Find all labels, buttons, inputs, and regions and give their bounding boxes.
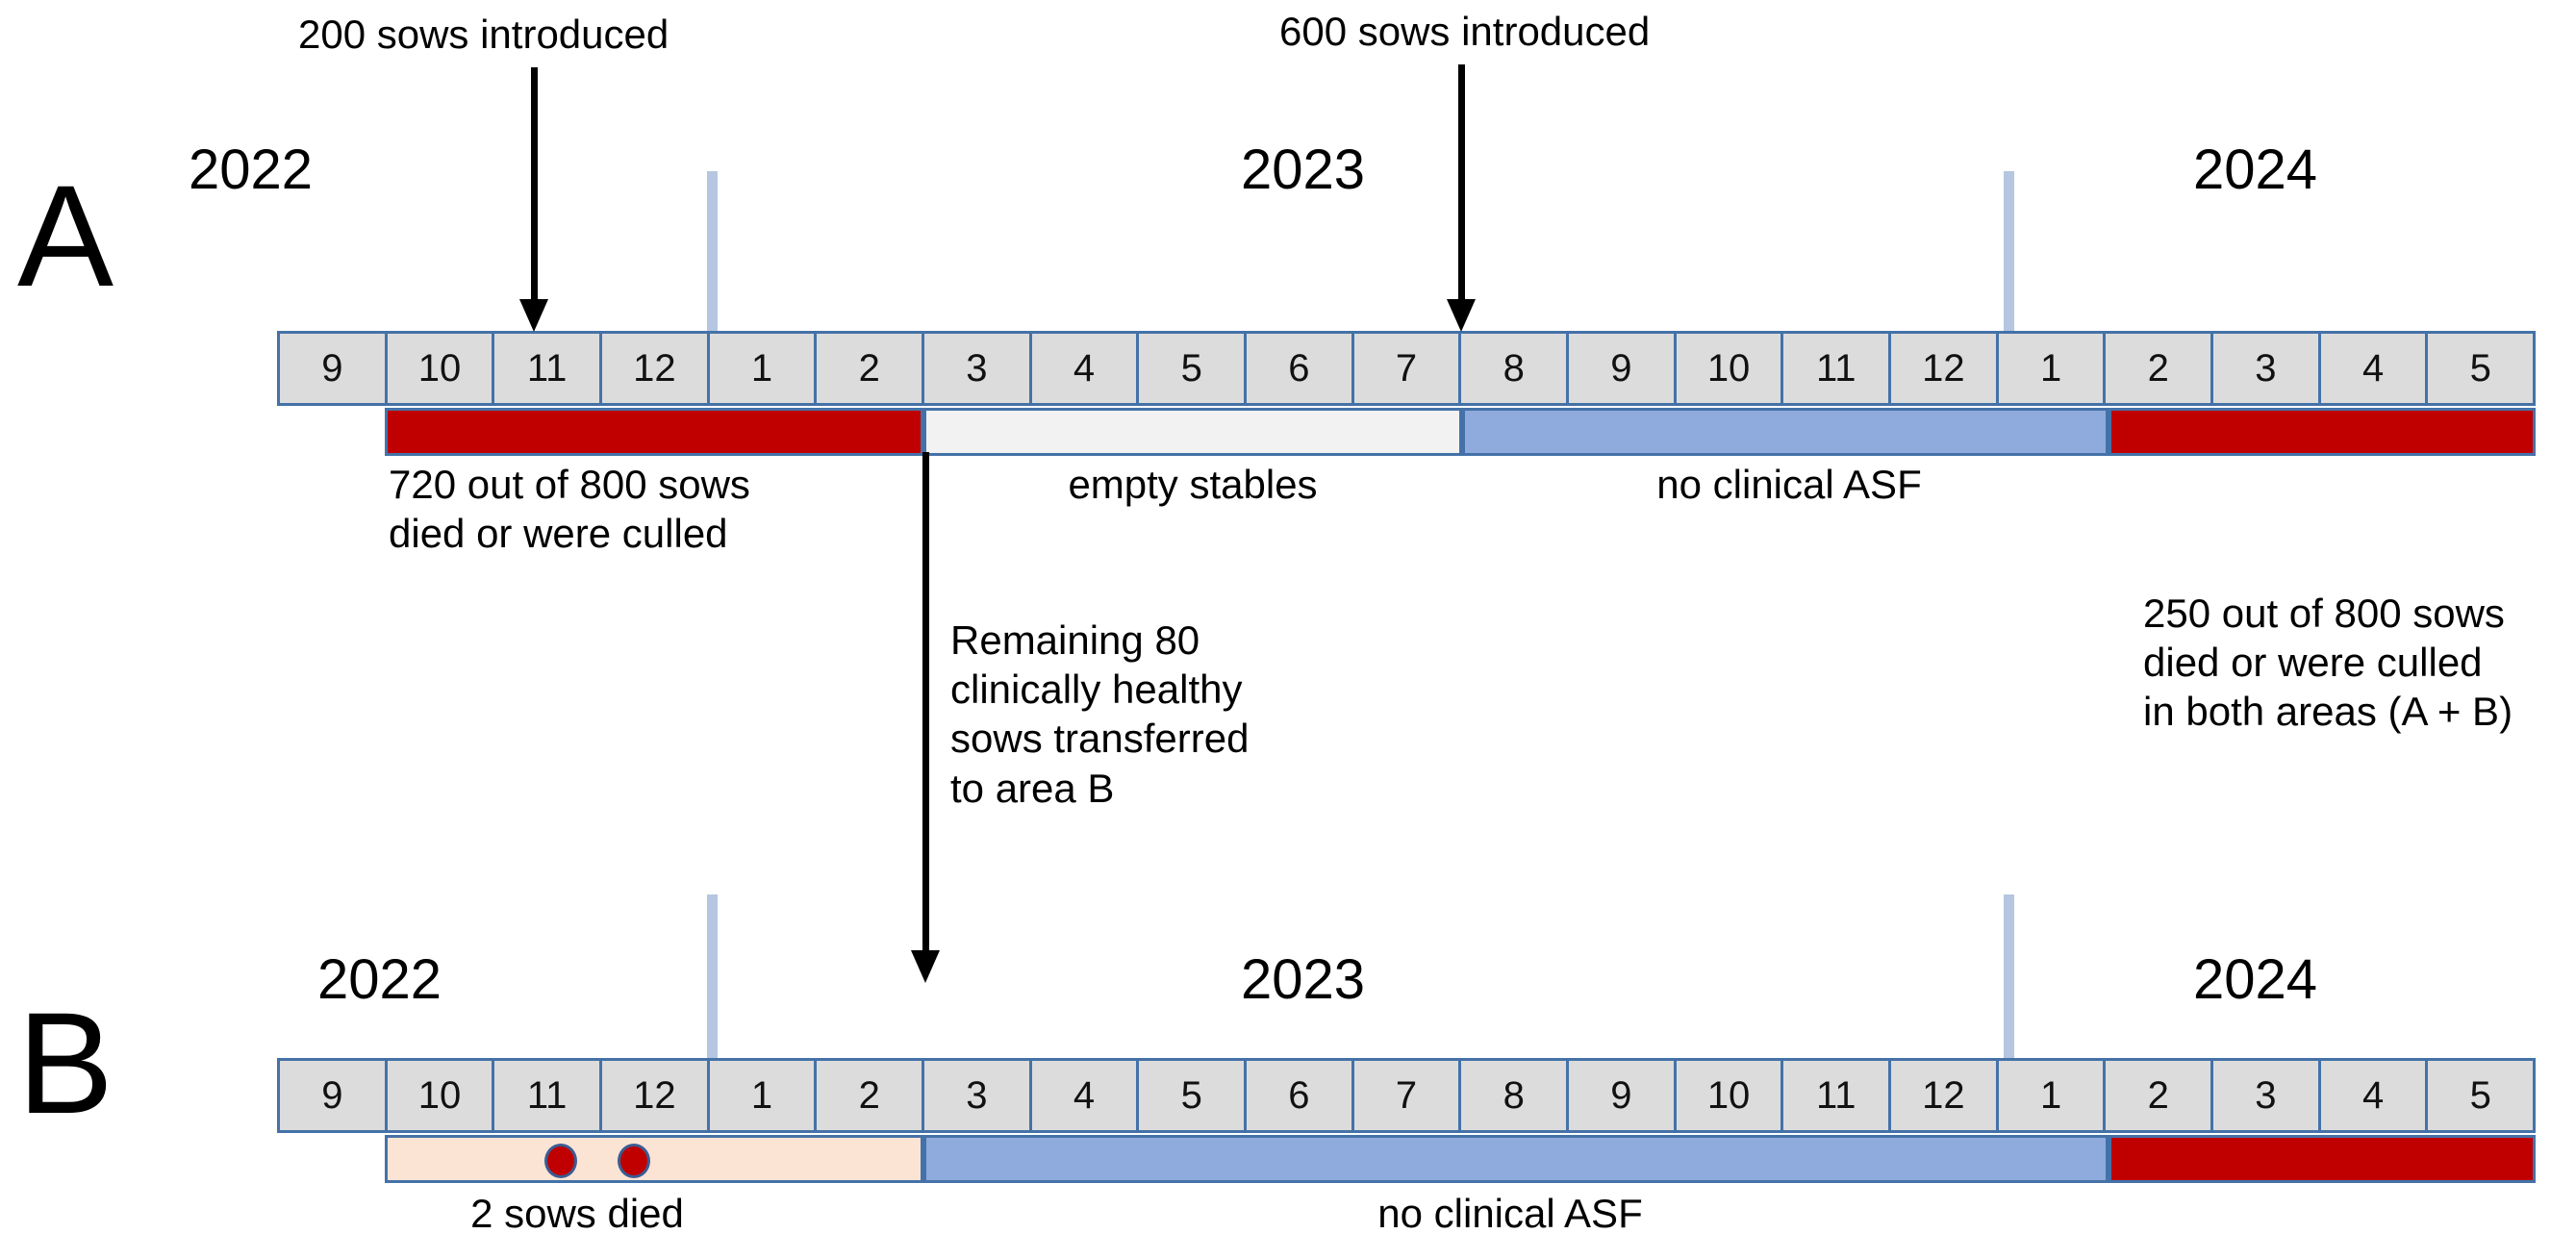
panel-a-month-cell: 6: [1247, 334, 1354, 403]
panel-b-month-cell: 12: [1891, 1061, 1999, 1130]
panel-b-month-cell: 11: [1783, 1061, 1892, 1130]
panel-b-month-cell: 11: [494, 1061, 603, 1130]
panel-b-month-cell: 3: [2213, 1061, 2321, 1130]
panel-b-month-cell: 2: [817, 1061, 925, 1130]
panel-a-month-cell: 10: [387, 334, 495, 403]
panel-a-month-cell: 9: [280, 334, 388, 403]
panel-b-month-cell: 8: [1461, 1061, 1570, 1130]
panel-b-month-cell: 2: [2106, 1061, 2214, 1130]
arrow-head-icon: [1447, 299, 1476, 332]
panel-b-month-cell: 9: [280, 1061, 388, 1130]
panel-b-month-cell: 1: [709, 1061, 818, 1130]
panel-a-year-2023: 2023: [1241, 138, 1366, 201]
panel-a-year-2024: 2024: [2193, 138, 2318, 201]
annotation-200-sows-introduced: 200 sows introduced: [298, 12, 669, 57]
panel-b-label-2-sows-died: 2 sows died: [470, 1191, 684, 1236]
panel-b-month-cell: 7: [1353, 1061, 1462, 1130]
panel-b-month-cell: 10: [387, 1061, 495, 1130]
panel-a-month-cell: 1: [709, 334, 818, 403]
panel-b-month-cell: 6: [1247, 1061, 1354, 1130]
panel-b-month-cell: 9: [1569, 1061, 1677, 1130]
arrow-200-sows-introduced: [519, 67, 548, 332]
panel-a-month-cell: 3: [924, 334, 1032, 403]
panel-a-month-cell: 2: [817, 334, 925, 403]
panel-a-month-cell: 7: [1353, 334, 1462, 403]
panel-a-month-cell: 4: [1031, 334, 1140, 403]
panel-b-month-cell: 4: [1031, 1061, 1140, 1130]
panel-a-month-cell: 2: [2106, 334, 2214, 403]
panel-b-year-2022: 2022: [317, 948, 442, 1011]
panel-b-year-2024: 2024: [2193, 948, 2318, 1011]
panel-a-year-divider-2022-2023: [707, 171, 718, 405]
panel-b-month-cell: 12: [602, 1061, 710, 1130]
panel-b-month-cell: 4: [2320, 1061, 2429, 1130]
panel-a-month-cell: 4: [2320, 334, 2429, 403]
arrow-shaft: [530, 67, 538, 299]
panel-a-label-empty-stables: empty stables: [1068, 462, 1318, 507]
panel-a-month-cell: 10: [1676, 334, 1784, 403]
panel-b-year-divider-2023-2024: [2004, 894, 2014, 1125]
arrow-shaft: [922, 452, 929, 950]
panel-a-year-2022: 2022: [189, 138, 314, 201]
panel-b-bar-outbreak: [2109, 1135, 2536, 1183]
panel-b-month-cell: 5: [2428, 1061, 2534, 1130]
panel-b-bar-mild-event: [385, 1135, 923, 1183]
arrow-shaft: [1457, 64, 1465, 299]
death-event-dot-icon: [544, 1144, 577, 1178]
panel-a-month-cell: 12: [1891, 334, 1999, 403]
panel-letter-b: B: [17, 982, 114, 1144]
panel-a-label-no-clinical-asf: no clinical ASF: [1656, 462, 1922, 507]
panel-a-bar-empty-stables: [923, 408, 1462, 456]
panel-b-month-cell: 10: [1676, 1061, 1784, 1130]
panel-letter-a: A: [17, 155, 114, 316]
arrow-600-sows-introduced: [1447, 64, 1476, 332]
panel-a-month-cell: 8: [1461, 334, 1570, 403]
arrow-head-icon: [519, 299, 548, 332]
panel-a-month-cell: 12: [602, 334, 710, 403]
panel-a-annotation-mortality: 720 out of 800 sows died or were culled: [389, 462, 750, 557]
panel-a-bar-second-outbreak: [2109, 408, 2536, 456]
panel-a-month-cell: 11: [1783, 334, 1892, 403]
panel-b-month-cell: 1: [1998, 1061, 2107, 1130]
panel-b-month-cell: 5: [1139, 1061, 1248, 1130]
panel-b-year-divider-2022-2023: [707, 894, 718, 1125]
arrow-head-icon: [911, 950, 940, 983]
panel-b-year-2023: 2023: [1241, 948, 1366, 1011]
panel-b-bar-no-clinical-asf: [923, 1135, 2109, 1183]
panel-a-bar-no-clinical-asf: [1462, 408, 2109, 456]
panel-a-month-cell: 5: [2428, 334, 2534, 403]
arrow-transfer-to-area-b: [911, 452, 940, 983]
panel-a-year-divider-2023-2024: [2004, 171, 2014, 405]
panel-a-bar-outbreak: [385, 408, 923, 456]
annotation-transfer-to-area-b: Remaining 80 clinically healthy sows tra…: [950, 617, 1250, 811]
death-event-dot-icon: [618, 1144, 650, 1178]
panel-a-month-cell: 11: [494, 334, 603, 403]
panel-b-month-cell: 3: [924, 1061, 1032, 1130]
panel-a-month-cell: 1: [1998, 334, 2107, 403]
panel-a-month-cell: 9: [1569, 334, 1677, 403]
panel-a-month-cell: 3: [2213, 334, 2321, 403]
panel-b-label-no-clinical-asf: no clinical ASF: [1377, 1191, 1643, 1236]
annotation-mortality-both-areas: 250 out of 800 sows died or were culled …: [2143, 591, 2513, 735]
panel-a-month-cell: 5: [1139, 334, 1248, 403]
annotation-600-sows-introduced: 600 sows introduced: [1279, 9, 1651, 54]
